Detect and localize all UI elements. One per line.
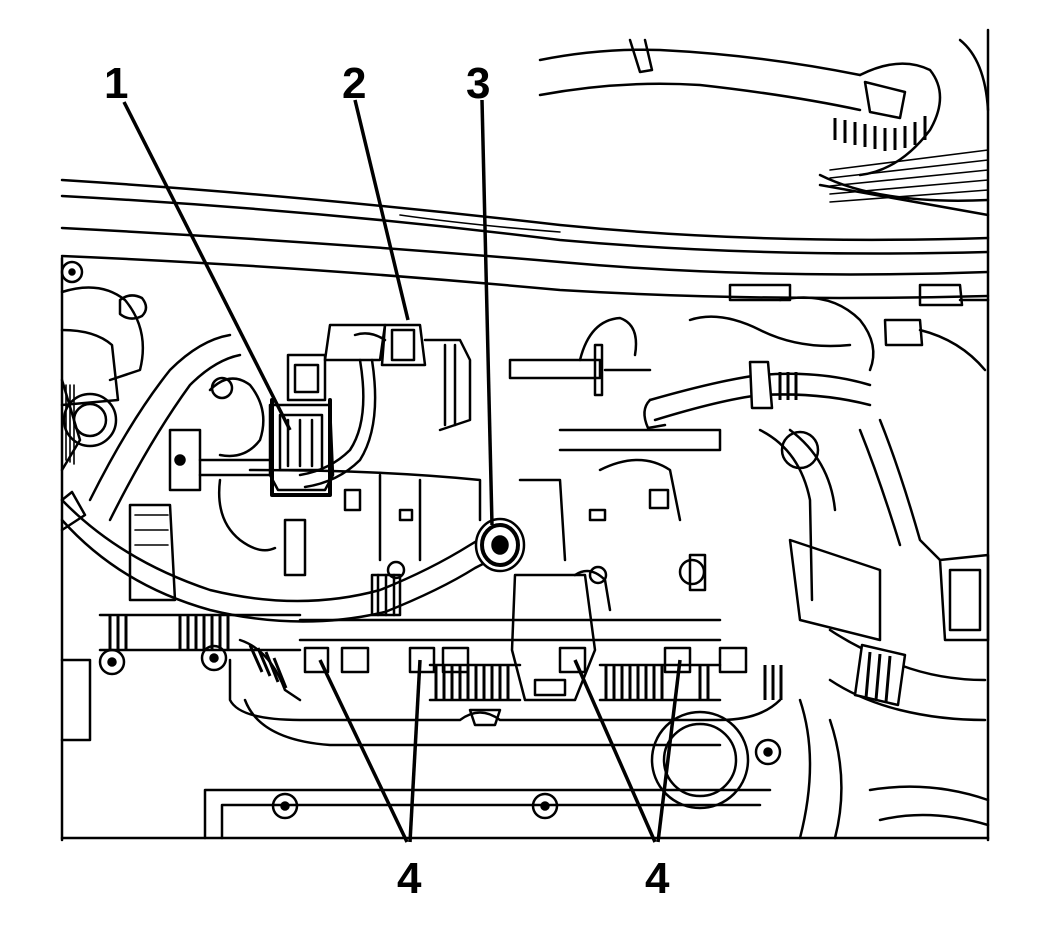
callout-label-3: 3: [466, 59, 490, 108]
engine-line-art: [60, 28, 990, 842]
callout-label-4-right: 4: [645, 854, 670, 903]
leader-line-4b: [408, 659, 422, 843]
leader-line-2: [353, 99, 410, 321]
wire-harness: [98, 613, 783, 702]
leader-line-4c: [573, 659, 657, 843]
leader-lines: [122, 99, 682, 843]
leader-line-4a: [318, 659, 409, 843]
leader-line-3: [480, 99, 494, 526]
hose-clamp: [370, 517, 526, 617]
grille-slats: [829, 149, 989, 203]
callout-label-2: 2: [342, 59, 366, 108]
upper-sensor: [298, 323, 472, 489]
right-hose-clamp: [748, 360, 798, 410]
intake-duct-ribs: [833, 80, 927, 151]
fuel-rail: [298, 560, 722, 702]
leader-line-4d: [656, 659, 682, 843]
injector-connectors: [303, 646, 748, 674]
leader-line-1: [122, 101, 292, 431]
callout-label-4-left: 4: [397, 854, 422, 903]
callout-labels: 1 2 3 4 4: [104, 59, 670, 903]
callout-label-1: 1: [104, 59, 128, 108]
